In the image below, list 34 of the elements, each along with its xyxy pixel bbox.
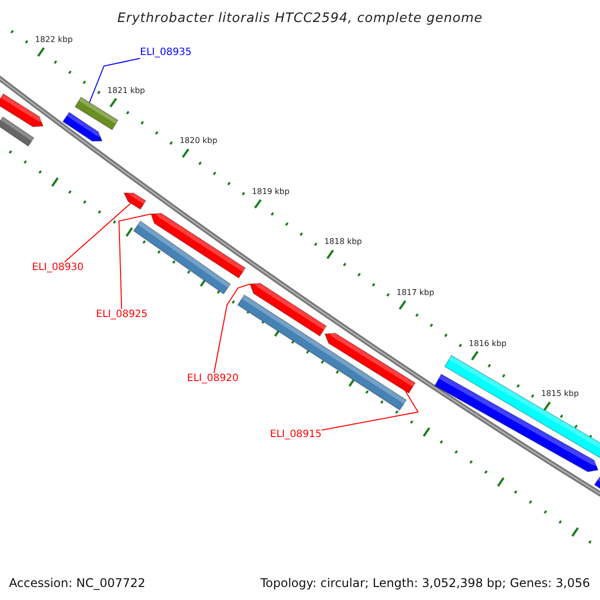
leader-line [118,214,152,310]
gene-bar [123,190,146,210]
gene-bar [444,354,600,458]
accession-text: Accession: NC_007722 [9,575,146,592]
gene-label: ELI_08935 [140,47,192,59]
title: Erythrobacter litoralis HTCC2594, complete genome [117,10,483,28]
leader-line [64,202,132,262]
gene-bar [150,211,246,279]
gene-bar [249,281,327,337]
gene-bar [324,330,416,394]
genome-summary-text: Topology: circular; Length: 3,052,398 bp; Genes: 3,056 [260,575,590,592]
scale-label: 1821 kbp [107,84,145,97]
gene-bar [132,220,232,295]
gene-bar [74,96,119,130]
scale-label: 1818 kbp [324,236,362,248]
gene-label: ELI_08920 [187,373,239,385]
leader-line [321,390,419,431]
scale-label: 1815 kbp [541,388,579,400]
scale-label: 1822 kbp [35,34,73,46]
scale-label: 1817 kbp [396,287,434,299]
gene-bar [62,112,104,142]
gene-label: ELI_08915 [270,429,322,441]
gene-label: ELI_08925 [96,309,148,321]
scale-label: 1819 kbp [252,186,290,198]
scale-label: 1816 kbp [468,338,506,350]
leader-line [88,58,140,104]
gene-bar [0,93,45,128]
gene-bar [237,294,407,411]
scale-label: 1820 kbp [180,135,218,148]
leader-line [214,284,250,374]
gene-bar [0,116,34,147]
gene-bar [434,374,600,472]
gene-bar [594,476,600,490]
gene-label: ELI_08930 [32,262,84,274]
